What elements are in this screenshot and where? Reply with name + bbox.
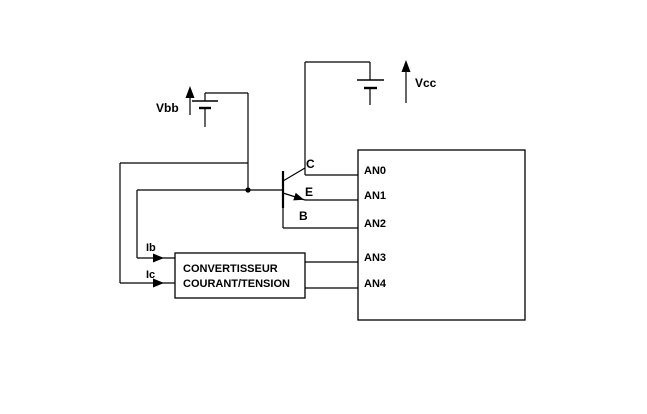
vcc-battery-icon	[357, 79, 384, 90]
vbb-arrow-icon	[185, 86, 195, 115]
transistor-symbol	[281, 167, 306, 208]
transistor-collector-lead	[282, 167, 306, 182]
converter-text-line2: COURANT/TENSION	[183, 278, 290, 290]
vbb-arrow-head	[185, 86, 195, 98]
ic-current-arrow-icon	[153, 278, 164, 288]
base-label: B	[299, 209, 308, 223]
pin-label-an0: AN0	[364, 165, 386, 177]
pin-label-an3: AN3	[364, 252, 386, 264]
ib-current-arrow-icon	[153, 253, 164, 263]
vcc-label: Vcc	[415, 76, 437, 90]
adc-box	[357, 149, 526, 321]
junction-dot	[245, 187, 251, 193]
pin-label-an2: AN2	[364, 218, 386, 230]
transistor-emitter-arrow-icon	[293, 192, 304, 201]
vbb-battery-icon	[192, 93, 218, 127]
emitter-label: E	[305, 185, 313, 199]
converter-text-line1: CONVERTISSEUR	[183, 263, 278, 275]
ic-label: Ic	[146, 269, 155, 281]
converter-box	[174, 252, 306, 299]
vcc-arrow-icon	[401, 60, 411, 103]
pin-label-an4: AN4	[364, 278, 387, 290]
vcc-arrow-head	[401, 60, 411, 72]
ib-label: Ib	[146, 242, 156, 254]
vbb-label: Vbb	[156, 101, 179, 115]
wires	[119, 61, 371, 289]
collector-label: C	[306, 157, 315, 171]
pin-label-an1: AN1	[364, 190, 386, 202]
